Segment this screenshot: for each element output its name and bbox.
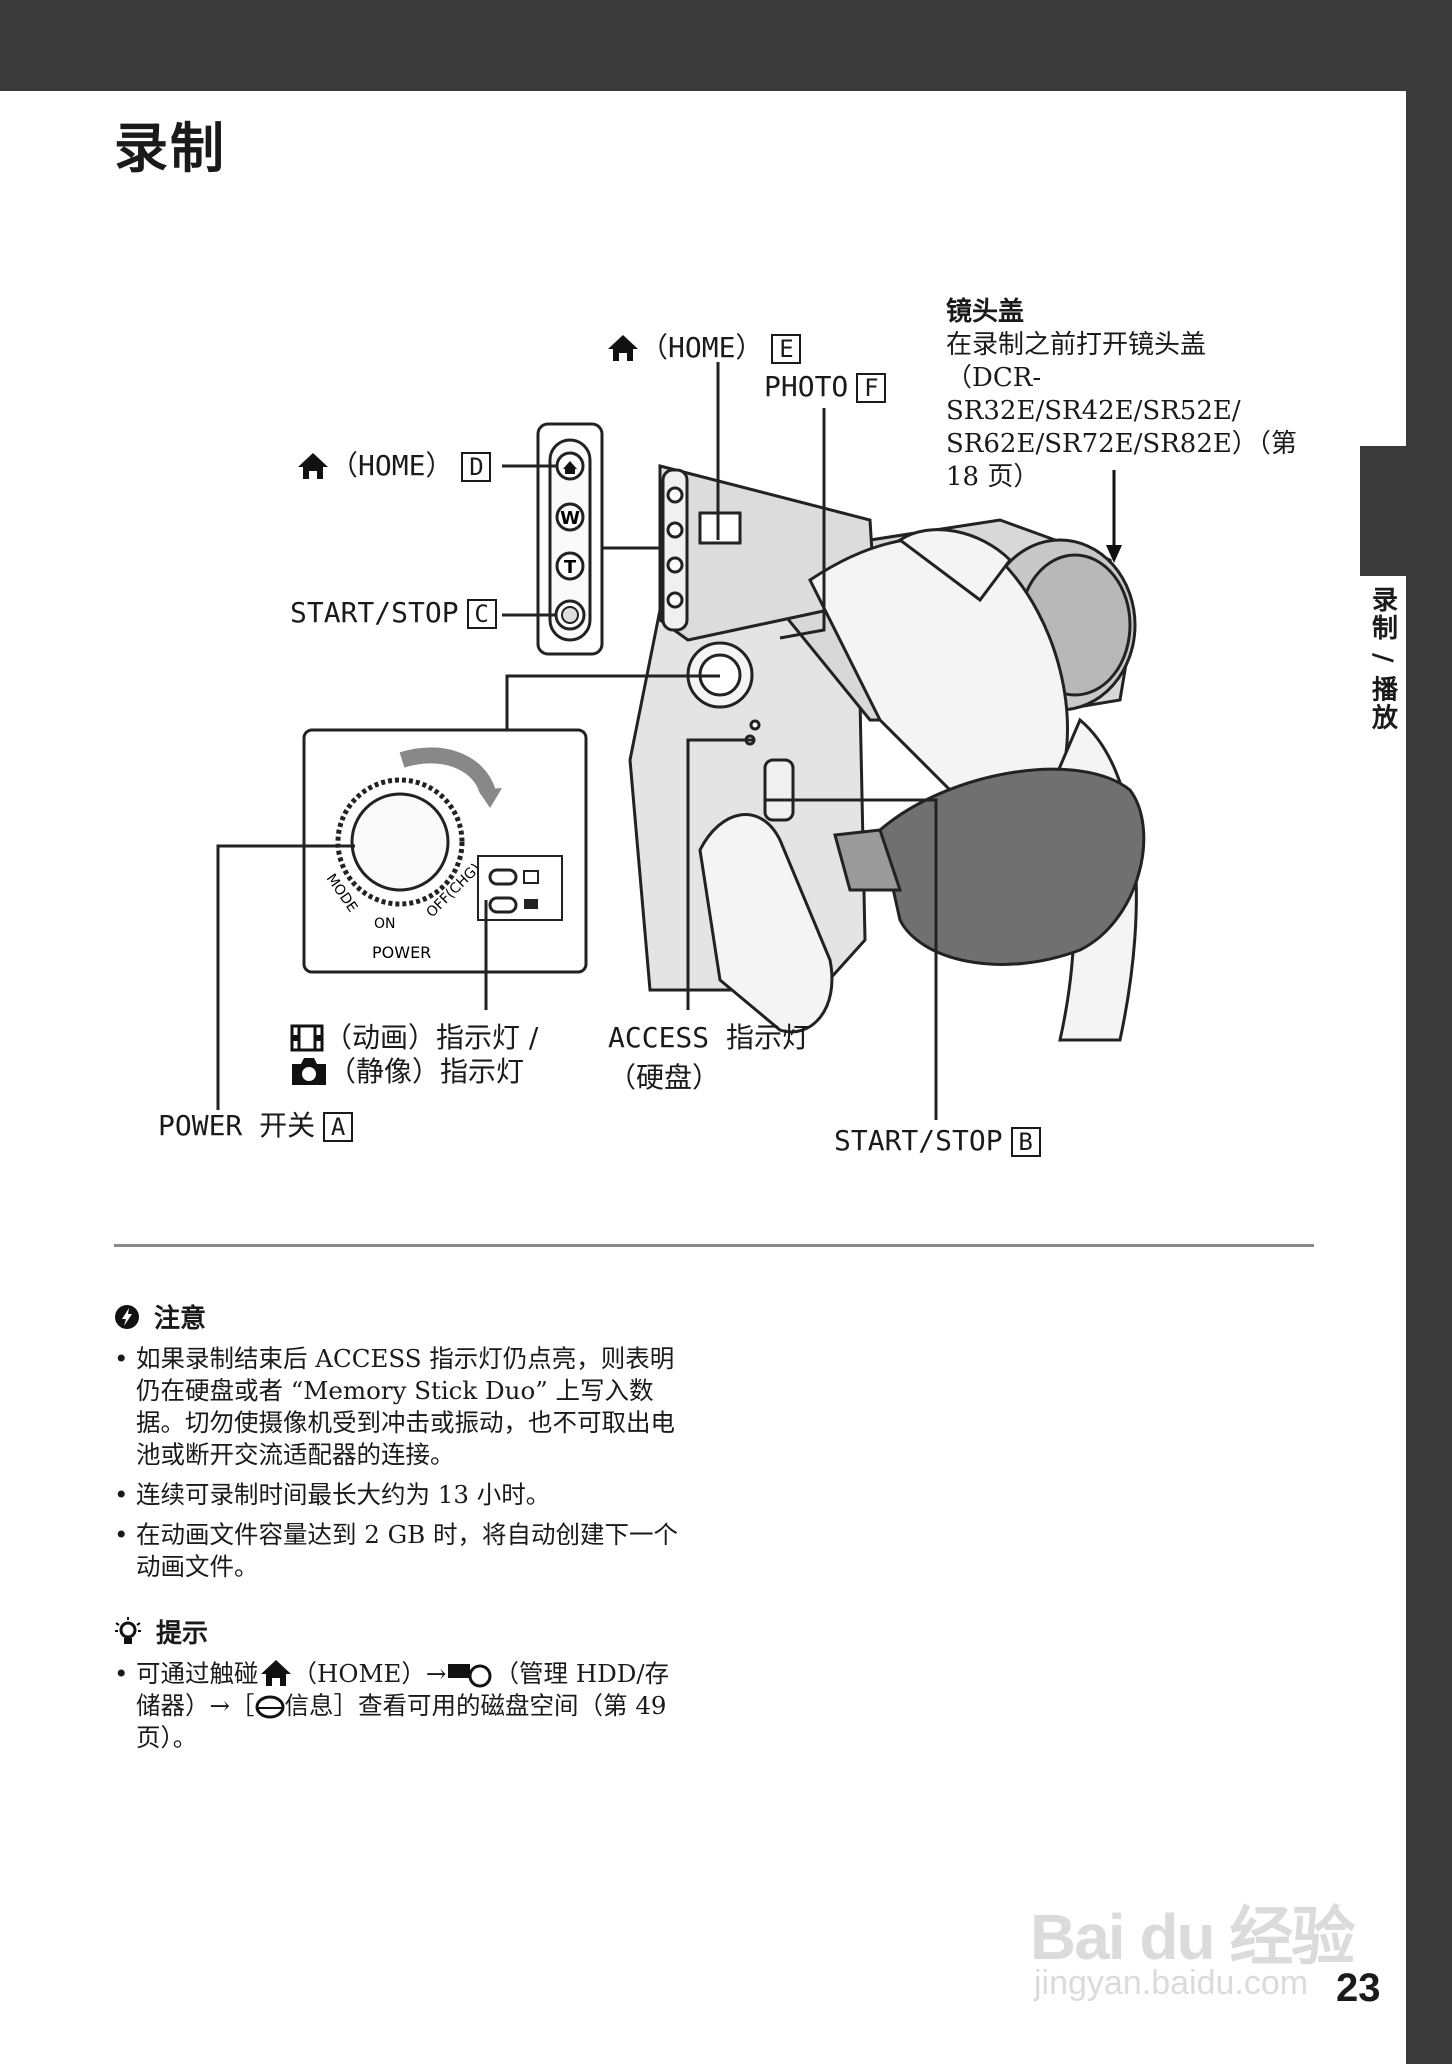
grip-strap xyxy=(833,767,1146,966)
lightbulb-icon xyxy=(115,1616,141,1644)
disk-info-icon xyxy=(255,1691,285,1720)
dial-on-label: ON xyxy=(374,916,396,932)
lens-cover-line: （DCR-SR32E/SR42E/SR52E/ xyxy=(946,363,1241,426)
lens-cover-note: 镜头盖 在录制之前打开镜头盖 （DCR-SR32E/SR42E/SR52E/ S… xyxy=(946,296,1306,494)
home-e-label: （HOME）E xyxy=(606,326,802,366)
right-margin-bar xyxy=(1406,91,1452,2064)
notes-section: 注意 如果录制结束后 ACCESS 指示灯仍点亮，则表明仍在硬盘或者 “Memo… xyxy=(114,1298,684,1784)
lens-cover-line: SR62E/SR72E/SR82E）（第 xyxy=(946,429,1297,459)
caution-icon xyxy=(115,1304,139,1329)
t-button-label: T xyxy=(564,557,577,578)
section-divider xyxy=(114,1244,1314,1247)
camera-icon xyxy=(290,1055,328,1088)
page-number: 23 xyxy=(1336,1966,1381,2010)
list-item: 在动画文件容量达到 2 GB 时，将自动创建下一个动画文件。 xyxy=(114,1519,684,1583)
lcd-panel xyxy=(658,464,877,642)
list-item: 如果录制结束后 ACCESS 指示灯仍点亮，则表明仍在硬盘或者 “Memory … xyxy=(114,1343,684,1471)
lens-cover-line: 18 页） xyxy=(946,462,1040,492)
list-item: 可通过触碰（HOME）→（管理 HDD/存储器）→［信息］查看可用的磁盘空间（第… xyxy=(114,1658,684,1754)
home-d-label: （HOME）D xyxy=(296,444,492,484)
w-button-label: W xyxy=(560,508,580,529)
side-tab-marker xyxy=(1360,446,1406,576)
movie-indicator-label: （动画）指示灯 / xyxy=(290,1016,538,1056)
home-icon xyxy=(296,449,330,482)
caution-list: 如果录制结束后 ACCESS 指示灯仍点亮，则表明仍在硬盘或者 “Memory … xyxy=(114,1343,684,1583)
film-icon xyxy=(290,1021,324,1054)
tip-heading: 提示 xyxy=(114,1613,684,1650)
watermark-brand: Bai du 经验 xyxy=(1030,1901,1355,1973)
access-indicator-label: ACCESS 指示灯 （硬盘） xyxy=(608,1021,811,1094)
camcorder-diagram: W T MODE ON OFF(CHG) POWER xyxy=(216,362,1146,1120)
dial-power-label: POWER xyxy=(372,943,431,962)
home-icon xyxy=(259,1659,293,1688)
page-title: 录制 xyxy=(114,117,226,180)
home-icon xyxy=(606,331,640,364)
caution-heading: 注意 xyxy=(114,1298,684,1335)
manage-hdd-icon xyxy=(446,1659,494,1688)
list-item: 连续可录制时间最长大约为 13 小时。 xyxy=(114,1479,684,1511)
lens-cover-line: 在录制之前打开镜头盖 xyxy=(946,330,1207,360)
baidu-watermark: Bai du 经验 jingyan.baidu.com xyxy=(1030,1846,1360,2006)
power-dial-callout: MODE ON OFF(CHG) POWER xyxy=(302,728,588,974)
top-bar xyxy=(0,0,1452,91)
side-tab-label: 录制 / 播放 xyxy=(1367,586,1398,732)
tip-list: 可通过触碰（HOME）→（管理 HDD/存储器）→［信息］查看可用的磁盘空间（第… xyxy=(114,1658,684,1754)
watermark-url: jingyan.baidu.com xyxy=(1034,1964,1309,2002)
still-indicator-label: （静像）指示灯 xyxy=(290,1050,524,1090)
button-panel-callout: W T xyxy=(536,422,660,656)
lens-cover-title: 镜头盖 xyxy=(946,297,1025,327)
